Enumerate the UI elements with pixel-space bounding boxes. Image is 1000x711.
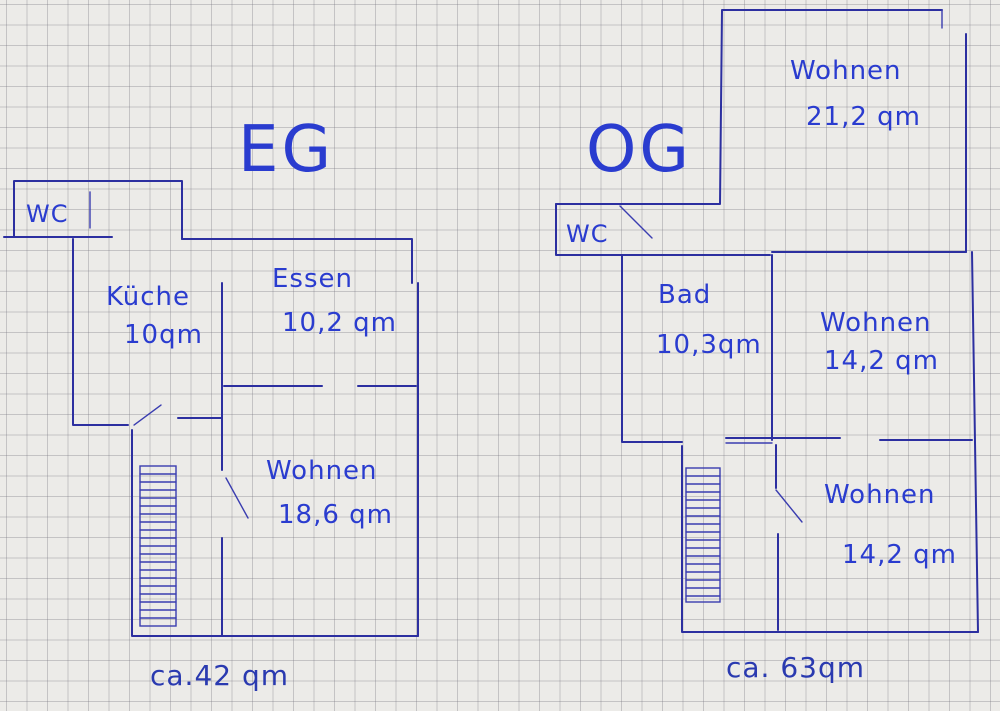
eg-bottom-walls <box>131 429 419 637</box>
og-wohnen-bottom-label: Wohnen <box>824 480 936 510</box>
og-wohnen-bottom-area: 14,2 qm <box>842 540 957 570</box>
eg-floor-plan <box>3 180 419 637</box>
og-floor-plan <box>555 9 979 633</box>
og-bad-walls <box>621 254 683 443</box>
eg-wc-label: WC <box>26 200 69 228</box>
og-wc-walls <box>555 203 631 256</box>
eg-essen-area: 10,2 qm <box>282 308 397 338</box>
og-title: OG <box>586 113 692 187</box>
og-top-walls <box>649 9 943 205</box>
og-bad-label: Bad <box>658 280 712 310</box>
eg-wohnen-area: 18,6 qm <box>278 500 393 530</box>
eg-essen-label: Essen <box>272 264 353 294</box>
og-stair-steps <box>685 475 721 597</box>
og-wohnen-top-area: 21,2 qm <box>806 102 921 132</box>
eg-kueche-door <box>133 404 162 426</box>
eg-wohnen-door <box>225 477 249 519</box>
eg-wc-walls <box>13 180 183 240</box>
eg-outer-walls <box>181 238 413 284</box>
og-bottom-walls <box>681 445 979 633</box>
og-bad-area: 10,3qm <box>656 330 762 360</box>
eg-wohnen-label: Wohnen <box>266 456 378 486</box>
og-wc-door <box>619 205 653 239</box>
og-total-area: ca. 63qm <box>726 651 866 684</box>
eg-kueche-walls <box>72 238 129 426</box>
eg-kueche-area: 10qm <box>124 320 203 350</box>
eg-total-area: ca.42 qm <box>150 659 290 692</box>
og-right-wall <box>971 251 979 633</box>
eg-stair-steps <box>139 473 177 619</box>
og-wc-label: WC <box>566 220 609 248</box>
eg-kueche-label: Küche <box>106 282 191 312</box>
og-stairs <box>685 467 721 603</box>
eg-title: EG <box>238 113 335 187</box>
og-wohnen-top-label: Wohnen <box>790 56 902 86</box>
og-wohnen-mid-label: Wohnen <box>820 308 932 338</box>
og-wohnen-door <box>775 489 803 523</box>
og-wohnen-mid-area: 14,2 qm <box>824 346 939 376</box>
